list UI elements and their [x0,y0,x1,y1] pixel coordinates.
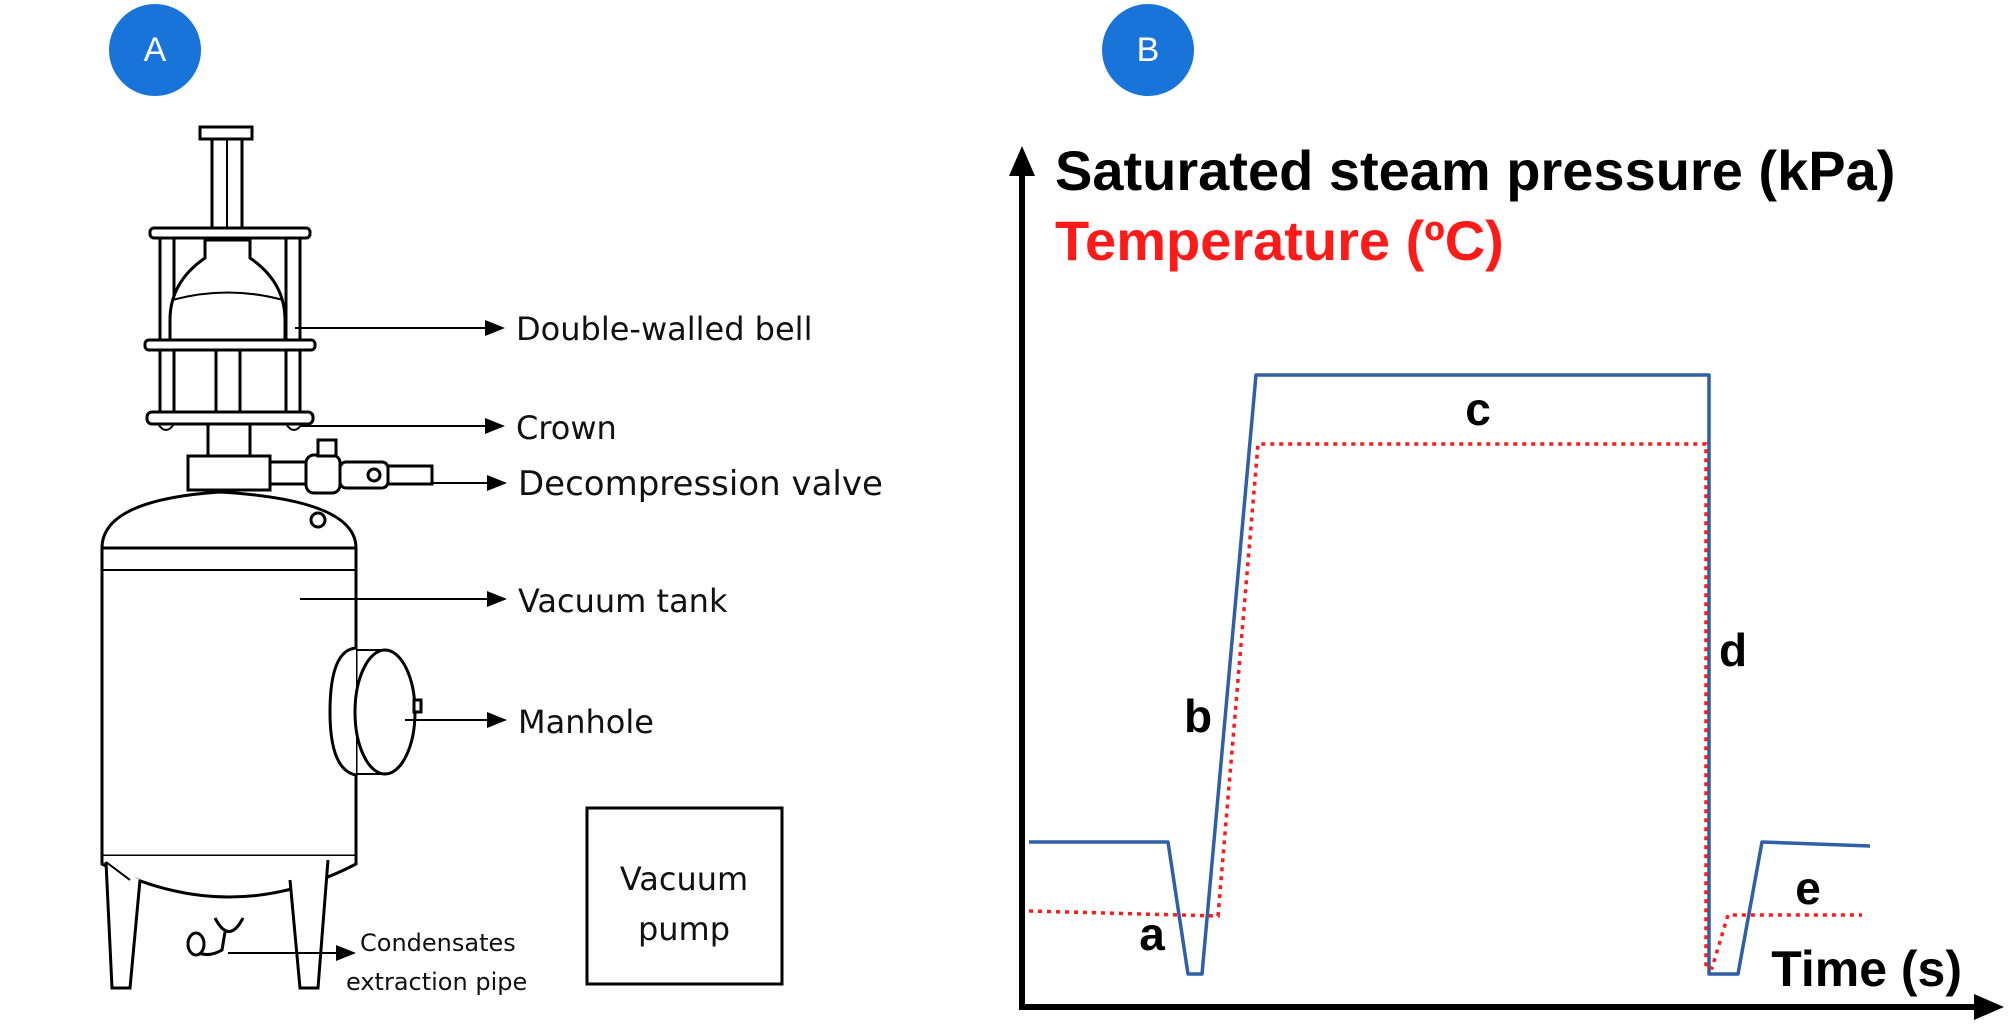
phase-label-d: d [1719,624,1747,676]
label-double-walled-bell: Double-walled bell [516,310,812,348]
vacuum-apparatus-drawing [100,125,434,990]
x-axis-title: Time (s) [1771,941,1962,997]
phase-label-c: c [1465,383,1491,435]
panel-a-badge: A [109,4,201,96]
vacuum-pump-line1: Vacuum [620,860,748,898]
label-condensates-line2: extraction pipe [346,968,527,996]
panel-a-leader-arrows [228,320,507,961]
label-crown: Crown [516,409,617,447]
phase-label-b: b [1184,690,1212,742]
phase-label-a: a [1139,908,1165,960]
phase-label-e: e [1795,862,1821,914]
y-axis-title-temperature: Temperature (ºC) [1055,209,1504,272]
process-chart: a b c d e Saturated steam pressure (kPa)… [1009,139,2004,1020]
y-axis-title-pressure: Saturated steam pressure (kPa) [1055,139,1895,202]
label-condensates-line1: Condensates [360,929,516,957]
temperature-curve [1028,442,1862,970]
label-decompression-valve: Decompression valve [518,464,883,504]
y-axis-arrowhead [1009,146,1035,176]
x-axis-arrowhead [1974,994,2004,1020]
panel-b-badge: B [1102,4,1194,96]
label-vacuum-tank: Vacuum tank [518,582,728,620]
label-manhole: Manhole [518,703,654,741]
pressure-curve [1029,373,1871,976]
vacuum-pump-line2: pump [638,910,730,948]
vacuum-pump-box: Vacuum pump [585,806,784,986]
